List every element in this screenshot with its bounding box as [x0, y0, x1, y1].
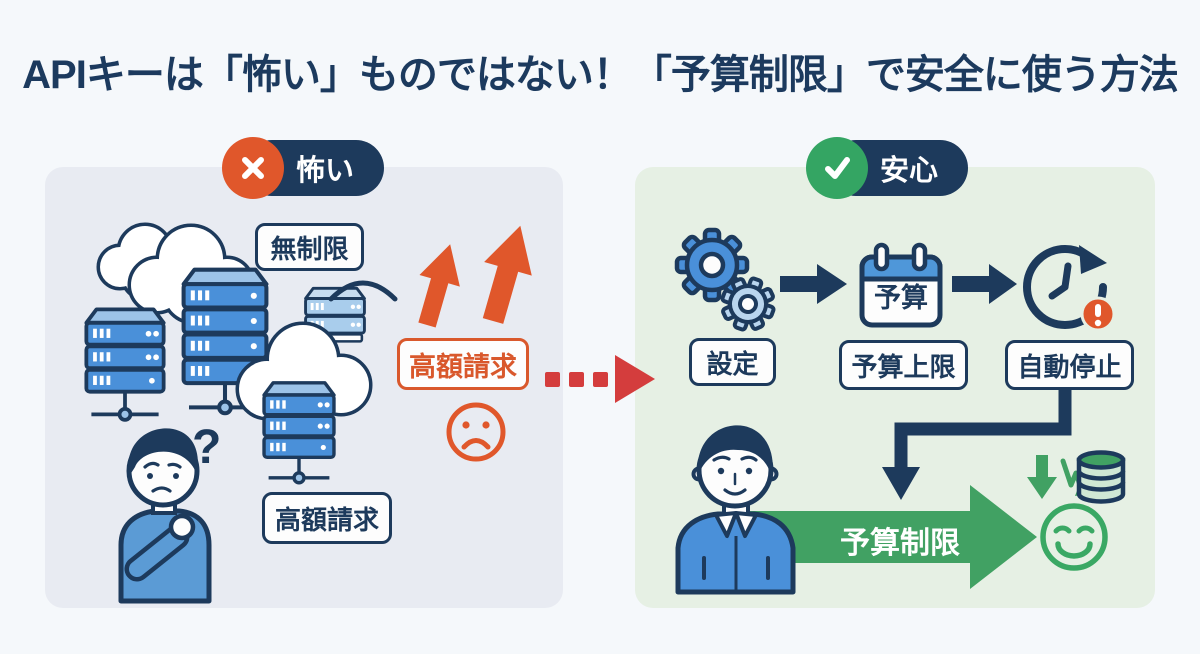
happy-face-icon	[1040, 503, 1108, 571]
high-bill-tag-orange: 高額請求	[397, 338, 529, 390]
unlimited-tag: 無制限	[255, 223, 364, 271]
clock-alert-icon	[1023, 245, 1116, 332]
happy-person	[675, 425, 796, 595]
scary-badge: 怖い	[222, 137, 385, 199]
x-icon	[222, 137, 284, 199]
question-mark: ?	[192, 421, 222, 474]
budget-cap-tag: 予算上限	[839, 340, 968, 390]
big-green-arrow-icon	[745, 485, 1037, 589]
gear-icon	[674, 227, 776, 332]
database-icon	[1076, 450, 1126, 504]
dashed-arrow-icon	[545, 355, 655, 403]
flow-arrow-icon	[952, 264, 1017, 304]
budget-limit-arrow-label: 予算制限	[840, 527, 960, 560]
surge-arrow-icon	[418, 225, 532, 328]
safe-badge: 安心	[806, 137, 969, 199]
safe-panel-illustration	[674, 227, 1126, 595]
page-title: APIキーは「怖い」ものではない！「予算制限」で安全に使う方法	[22, 53, 1179, 97]
elbow-arrow-icon	[882, 383, 1072, 500]
calendar-label: 予算	[874, 283, 928, 313]
server-icon	[262, 381, 336, 485]
flow-arrow-icon	[780, 264, 847, 304]
calendar-icon	[859, 242, 943, 328]
alert-icon	[1080, 296, 1116, 332]
scary-panel-illustration	[84, 167, 532, 604]
check-icon	[806, 137, 868, 199]
high-bill-tag: 高額請求	[262, 492, 392, 544]
worried-person	[118, 428, 212, 604]
settings-tag: 設定	[689, 338, 776, 386]
sad-face-icon	[446, 402, 506, 462]
auto-stop-tag: 自動停止	[1005, 340, 1134, 390]
cloud-arc-icon	[328, 280, 398, 302]
server-icon	[84, 307, 166, 422]
